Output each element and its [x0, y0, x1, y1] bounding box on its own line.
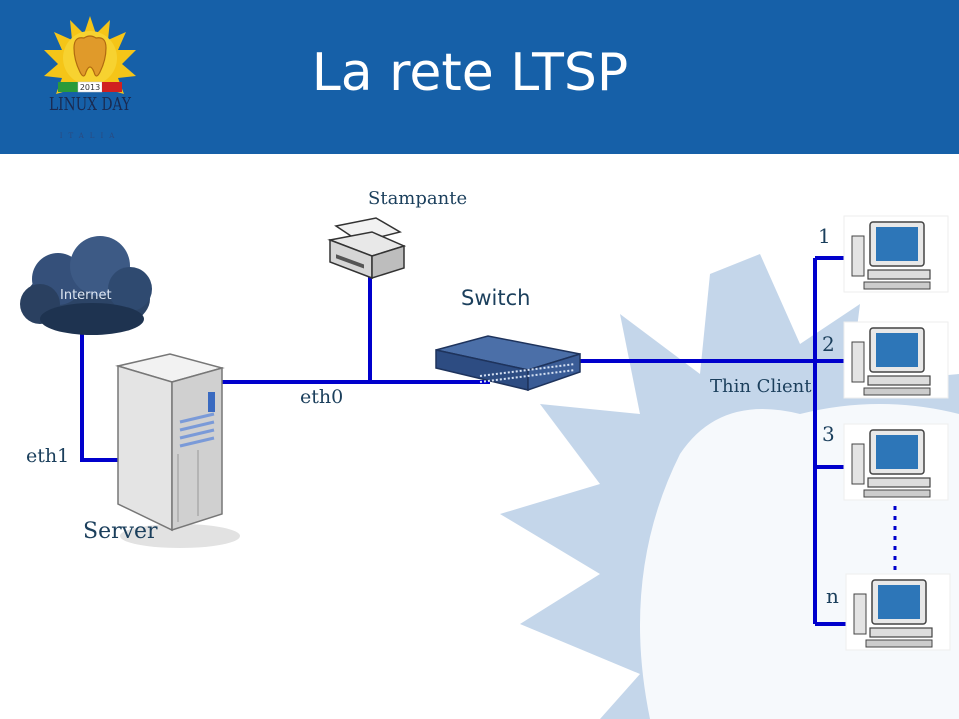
client-1-label: 1 — [818, 224, 831, 248]
internet-label: Internet — [60, 288, 112, 303]
thin-client-label: Thin Client — [710, 376, 812, 397]
logo-sub: ITALIA — [60, 132, 121, 140]
thin-client-1-icon — [843, 215, 949, 293]
eth0-label: eth0 — [300, 386, 344, 408]
client-3-label: 3 — [822, 422, 835, 446]
thin-client-n-icon — [845, 573, 951, 651]
network-diagram: Internet — [0, 154, 959, 719]
printer-label: Stampante — [368, 188, 468, 209]
switch-icon — [435, 335, 581, 392]
internet-cloud-icon: Internet — [20, 236, 152, 335]
thin-client-2-icon — [843, 321, 949, 399]
switch-label: Switch — [461, 286, 531, 310]
eth1-label: eth1 — [26, 445, 70, 467]
client-n-label: n — [826, 584, 839, 608]
logo-year: 2013 — [80, 83, 100, 92]
logo-text: LINUX DAY — [49, 94, 132, 115]
network-links — [80, 256, 855, 626]
linux-day-logo: 2013 LINUX DAY ITALIA — [40, 14, 140, 144]
client-2-label: 2 — [822, 332, 835, 356]
header-bar: 2013 LINUX DAY ITALIA La rete LTSP — [0, 0, 959, 154]
server-label: Server — [83, 519, 158, 544]
thin-client-3-icon — [843, 423, 949, 501]
printer-icon — [327, 217, 407, 280]
link-internet-server — [80, 334, 118, 462]
slide-title: La rete LTSP — [311, 43, 629, 103]
server-icon — [115, 353, 240, 548]
